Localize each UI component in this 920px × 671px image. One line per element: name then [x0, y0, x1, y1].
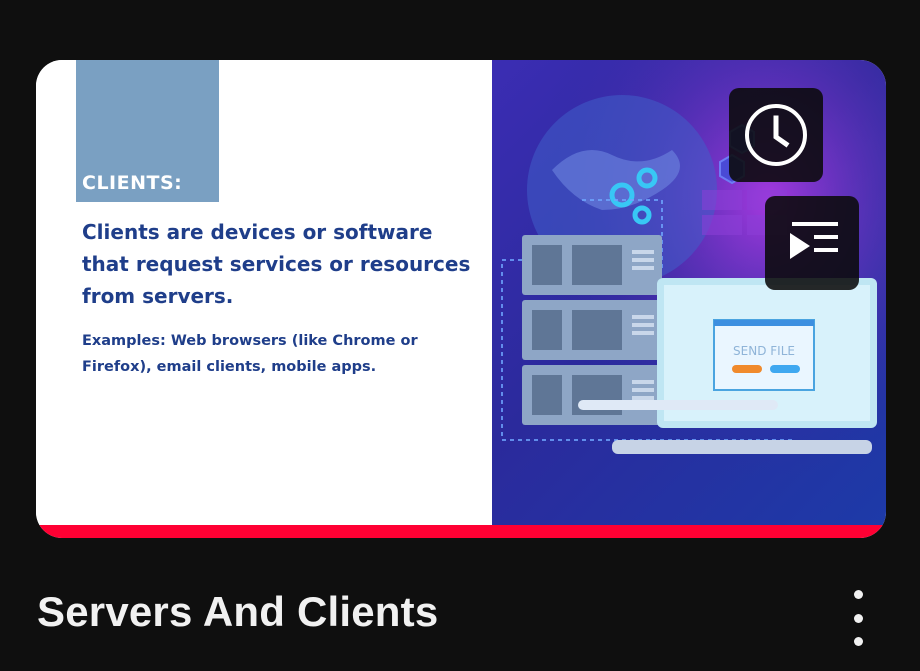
thumbnail-slide-left: CLIENTS: Clients are devices or software… [36, 60, 492, 525]
clock-icon [745, 104, 807, 166]
menu-dot [853, 613, 863, 623]
server-rack [522, 235, 662, 425]
add-to-queue-button[interactable] [765, 196, 859, 290]
label-box [76, 60, 219, 202]
send-file-text: SEND FILE [733, 344, 795, 358]
video-title[interactable]: Servers And Clients [37, 588, 439, 635]
thumbnail-illustration: SEND FILE [492, 60, 886, 525]
more-vert-icon [853, 590, 863, 599]
thumbnail-heading: Clients are devices or software that req… [82, 220, 471, 308]
add-to-queue-icon [790, 222, 838, 259]
thumbnail-label: CLIENTS: [82, 172, 183, 194]
menu-dot [853, 637, 863, 646]
server-client-illustration: SEND FILE [492, 60, 886, 525]
more-options-button[interactable] [840, 590, 876, 646]
laptop-icon: SEND FILE [578, 278, 877, 454]
watch-progress-bar [36, 525, 886, 538]
watch-later-button[interactable] [729, 88, 823, 182]
gear-icon [609, 167, 658, 225]
thumbnail-examples: Examples: Web browsers (like Chrome or F… [82, 333, 418, 375]
